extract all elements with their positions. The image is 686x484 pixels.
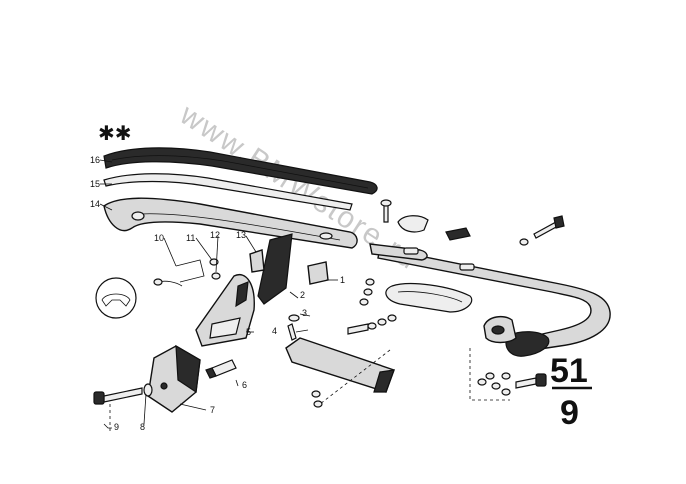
assembly-lines xyxy=(109,348,510,432)
callout-9: 9 xyxy=(114,422,119,432)
rubber-strip-part-16 xyxy=(103,147,378,195)
callout-2: 2 xyxy=(300,290,305,300)
bumper-frame xyxy=(369,243,611,357)
bumper-bar-part-14 xyxy=(103,197,358,249)
clip-profile-icon xyxy=(95,277,137,319)
callout-15: 15 xyxy=(90,179,100,189)
callout-4: 4 xyxy=(272,326,277,336)
pin-part-6 xyxy=(205,359,237,379)
bolt-part-9 xyxy=(93,383,153,405)
clip-upper xyxy=(380,199,471,241)
trim-strip-part-15 xyxy=(103,173,353,211)
callout-6: 6 xyxy=(242,380,247,390)
leader-lines xyxy=(99,159,338,429)
bolts-center xyxy=(347,314,397,335)
callout-13: 13 xyxy=(236,230,246,240)
hardware-small xyxy=(209,258,375,341)
bracket-pad-right xyxy=(483,315,517,344)
bolt-top-right xyxy=(519,215,565,246)
group-number-bottom: 9 xyxy=(560,394,579,432)
callout-5: 5 xyxy=(246,327,251,337)
bracket-part-5 xyxy=(195,273,255,347)
center-bracket-part-2 xyxy=(249,233,329,305)
callout-3: 3 xyxy=(302,308,307,318)
callout-labels: 16 15 14 10 11 12 13 1 2 3 4 5 6 7 8 9 xyxy=(90,155,345,432)
callout-12: 12 xyxy=(210,230,220,240)
hardware-bottom-right xyxy=(477,372,547,396)
callout-8: 8 xyxy=(140,422,145,432)
stars-marker: ✱✱ xyxy=(98,121,132,145)
callout-14: 14 xyxy=(90,199,100,209)
strap-loop xyxy=(385,283,473,313)
callout-1: 1 xyxy=(340,275,345,285)
group-number: 51 9 xyxy=(550,352,592,432)
callout-11: 11 xyxy=(186,233,195,243)
callout-7: 7 xyxy=(210,405,215,415)
group-number-top: 51 xyxy=(550,352,588,390)
rubber-block-part-7 xyxy=(147,344,201,413)
u-bolt-part-10 xyxy=(153,259,205,287)
callout-10: 10 xyxy=(154,233,164,243)
callout-16: 16 xyxy=(90,155,100,165)
center-bar xyxy=(285,337,395,408)
